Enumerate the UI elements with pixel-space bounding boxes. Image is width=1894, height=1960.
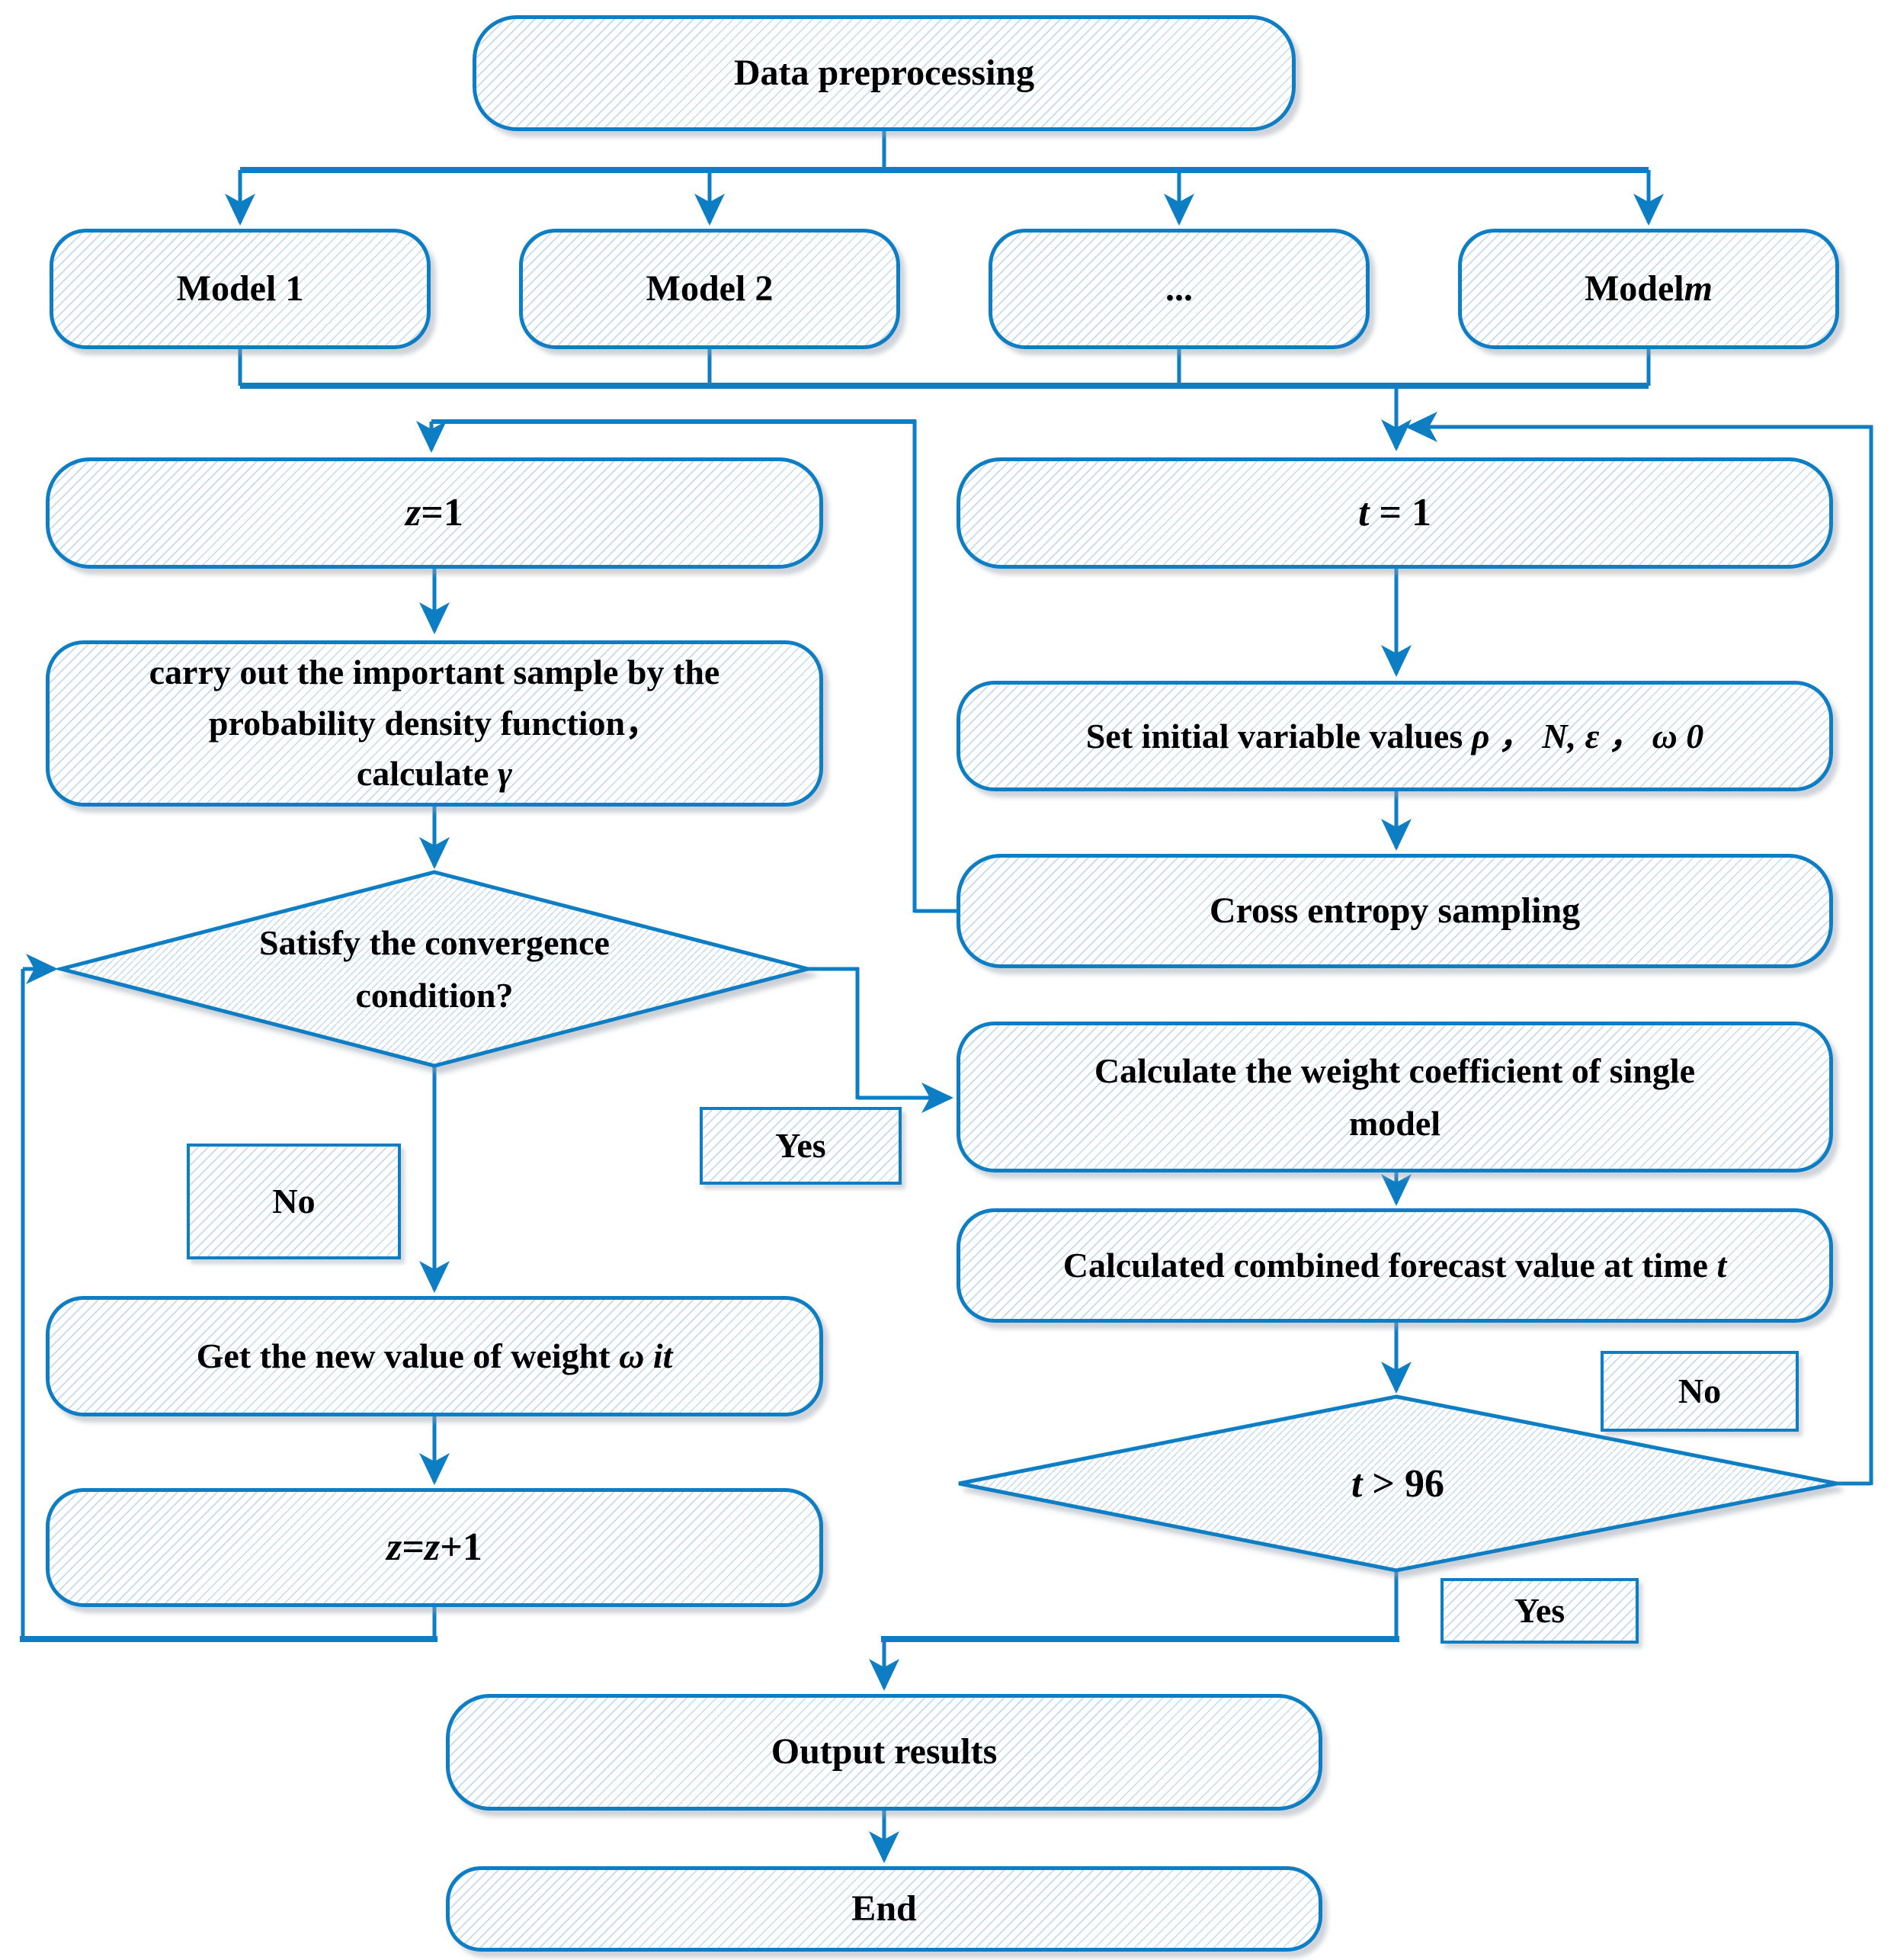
node-z-init: z=1 xyxy=(46,457,823,569)
node-model-1: Model 1 xyxy=(50,229,431,349)
z-loop-connector xyxy=(20,954,437,1642)
node-get-new-weight: Get the new value of weight ω it xyxy=(46,1296,823,1416)
node-model-m: Model m xyxy=(1458,229,1839,349)
t-no-feedback-connector xyxy=(1405,412,1873,1486)
node-end: End xyxy=(446,1866,1322,1952)
node-calc-combined-forecast: Calculated combined forecast value at ti… xyxy=(957,1208,1833,1323)
node-model-2: Model 2 xyxy=(519,229,900,349)
label-no-left: No xyxy=(187,1144,401,1259)
t-yes-connector xyxy=(869,1570,1399,1863)
node-t-init: t = 1 xyxy=(957,457,1833,569)
node-model-ellipsis: ... xyxy=(989,229,1370,349)
node-data-preprocessing: Data preprocessing xyxy=(473,15,1296,131)
label-yes-right: Yes xyxy=(1441,1578,1639,1644)
node-calc-weight-coefficient: Calculate the weight coefficient of sing… xyxy=(957,1022,1833,1172)
convergence-yes-connector xyxy=(808,967,953,1113)
label-yes-left: Yes xyxy=(700,1107,902,1185)
node-output-results: Output results xyxy=(446,1694,1322,1811)
bus-connectors xyxy=(238,349,1651,451)
decision-t96-shape xyxy=(958,1394,1838,1573)
split-connectors xyxy=(225,131,1664,226)
node-z-increment: z=z+1 xyxy=(46,1488,823,1607)
decision-convergence-shape xyxy=(53,870,816,1068)
node-set-initial-values: Set initial variable values ρ ， N, ε ， ω… xyxy=(957,681,1833,791)
label-no-right: No xyxy=(1601,1351,1799,1432)
sampling-to-z-connector xyxy=(416,419,958,913)
node-importance-sampling: carry out the important sample by the pr… xyxy=(46,640,823,807)
node-cross-entropy-sampling: Cross entropy sampling xyxy=(957,854,1833,968)
